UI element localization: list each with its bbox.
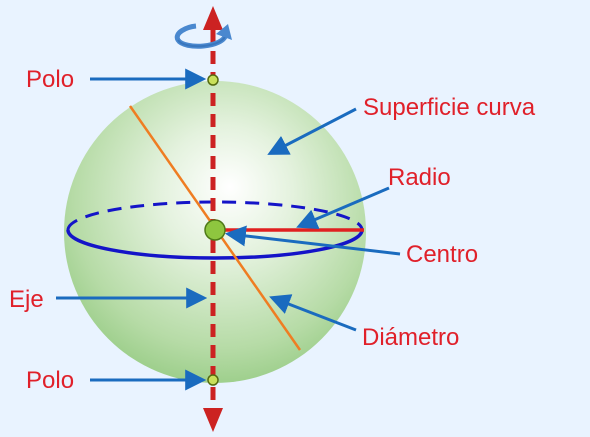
pole-top-point: [207, 74, 219, 86]
equator-front: [66, 229, 364, 260]
label-surface: Superficie curva: [363, 94, 536, 121]
label-pole-top: Polo: [26, 66, 74, 93]
pole-bottom-point: [207, 374, 219, 386]
label-center: Centro: [406, 241, 478, 268]
label-diameter: Diámetro: [362, 324, 459, 351]
axis-arrowhead-bottom: [203, 408, 223, 432]
axis-arrowhead-top: [203, 6, 223, 30]
diameter-pointer: [269, 294, 357, 332]
label-pole-bottom: Polo: [26, 367, 74, 394]
center-pointer: [224, 225, 401, 256]
radius-pointer: [296, 186, 390, 230]
rotation-arrow-icon: [174, 23, 232, 49]
equator-back-dashed: [66, 200, 364, 231]
surface-pointer: [267, 107, 357, 155]
label-axis: Eje: [9, 286, 44, 313]
center-point: [204, 219, 226, 241]
label-radius: Radio: [388, 164, 451, 191]
